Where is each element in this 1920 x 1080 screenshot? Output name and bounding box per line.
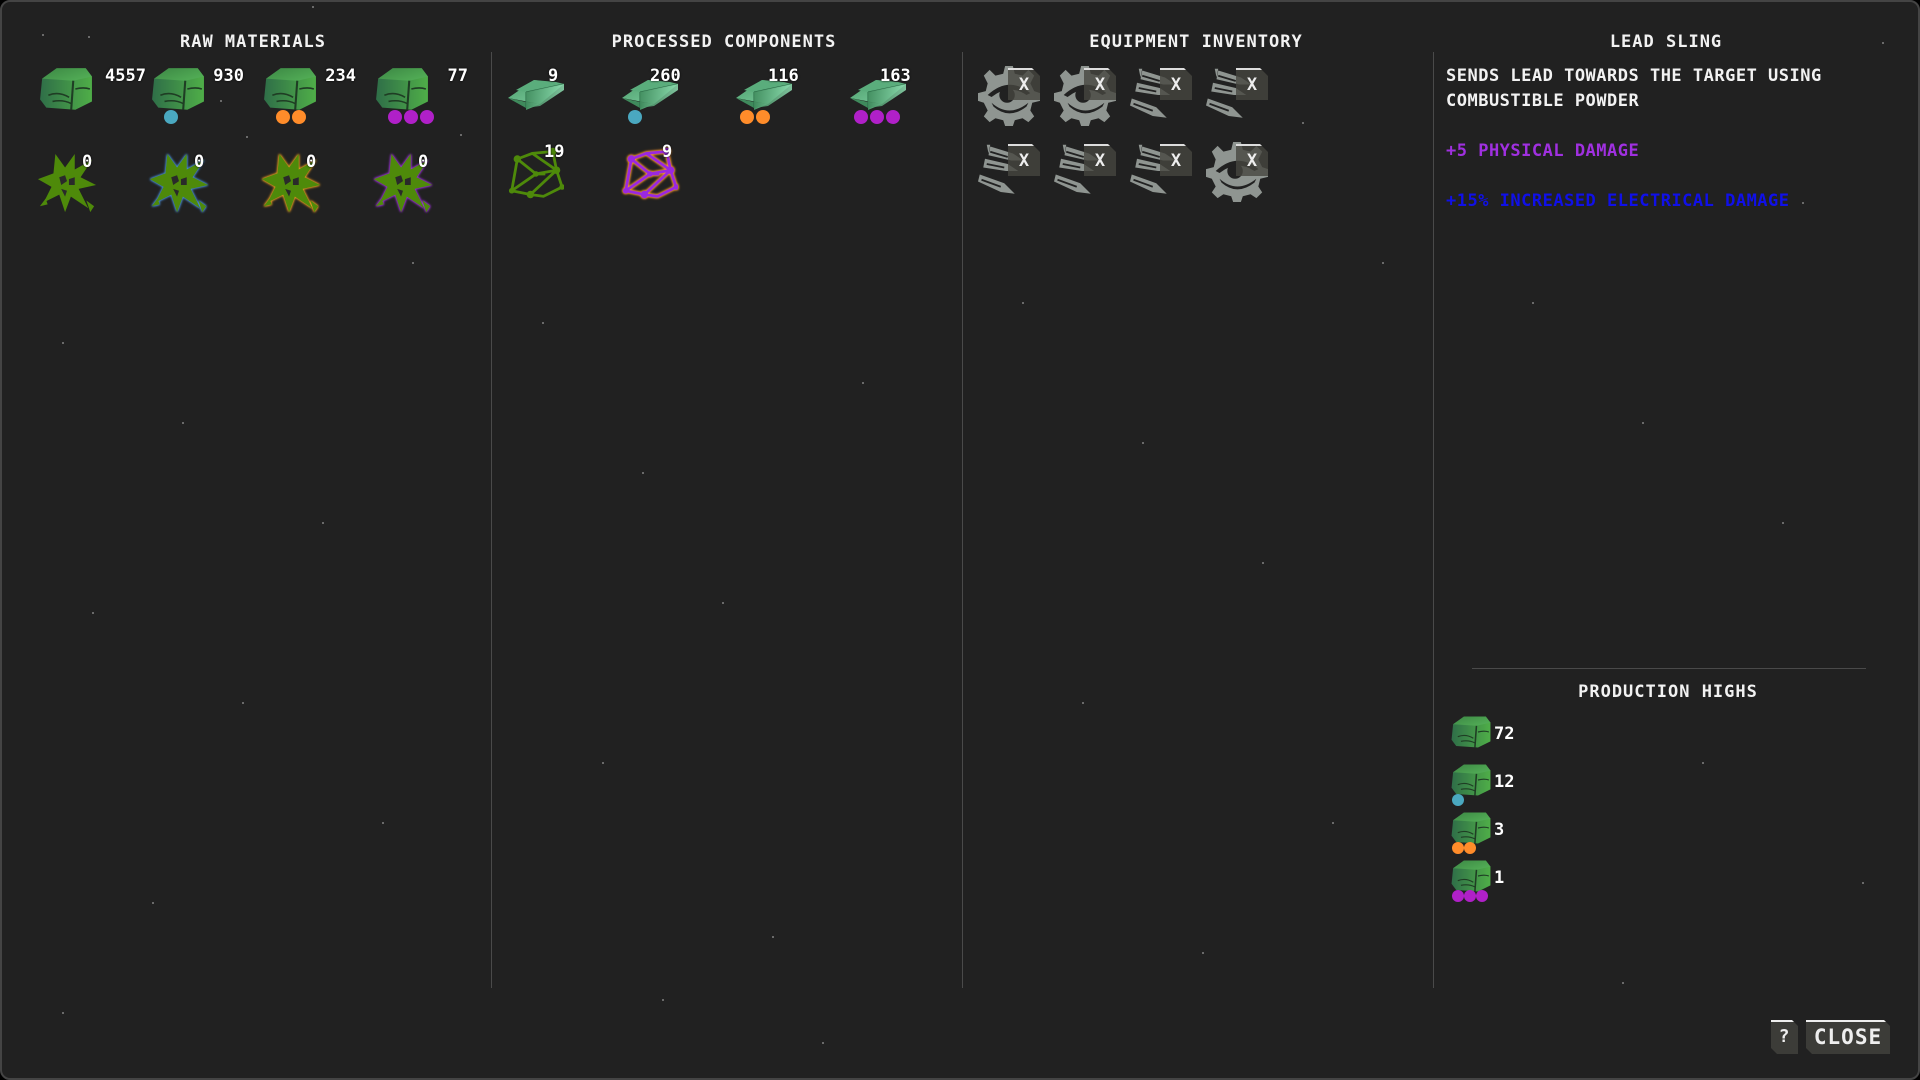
green-ore-cube-icon bbox=[262, 66, 318, 112]
item-count: 0 bbox=[418, 152, 429, 172]
ingot-slot-3[interactable]: 163 bbox=[848, 64, 938, 134]
production-highs-title: Production Highs bbox=[1578, 682, 1758, 702]
item-count: 930 bbox=[213, 66, 244, 86]
tier-dots bbox=[388, 110, 434, 124]
close-button[interactable]: CLOSE bbox=[1806, 1020, 1890, 1054]
item-count: 116 bbox=[768, 66, 799, 86]
raw-materials-title: Raw Materials bbox=[179, 32, 327, 52]
production-high-value: 72 bbox=[1494, 724, 1515, 744]
item-count: 234 bbox=[325, 66, 356, 86]
equipment-slot-7[interactable]: X bbox=[1206, 138, 1276, 204]
tier-dots bbox=[276, 110, 306, 124]
column-divider bbox=[491, 52, 492, 988]
green-ore-cube-icon bbox=[1450, 714, 1492, 750]
tier-dots bbox=[740, 110, 770, 124]
ingot-slot-0[interactable]: 9 bbox=[506, 64, 596, 134]
unequipped-x-badge: X bbox=[1008, 144, 1040, 176]
item-detail-title: Lead Sling bbox=[1609, 32, 1723, 52]
unequipped-x-badge: X bbox=[1008, 68, 1040, 100]
physical-damage-stat: +5 Physical Damage bbox=[1446, 141, 1640, 161]
ingot-slot-1[interactable]: 260 bbox=[620, 64, 710, 134]
production-high-row: 12 bbox=[1450, 760, 1570, 808]
equipment-slot-6[interactable]: X bbox=[1130, 138, 1200, 204]
green-ore-cube-icon bbox=[1450, 810, 1492, 846]
unequipped-x-badge: X bbox=[1160, 68, 1192, 100]
ingot-slot-2[interactable]: 116 bbox=[734, 64, 824, 134]
green-ore-cube-icon bbox=[1450, 858, 1492, 894]
raw-crystal-slot-2[interactable]: 0 bbox=[260, 150, 350, 220]
production-high-value: 3 bbox=[1494, 820, 1505, 840]
production-high-value: 1 bbox=[1494, 868, 1505, 888]
tier-dots bbox=[164, 110, 178, 124]
equipment-slot-1[interactable]: X bbox=[1054, 62, 1124, 128]
tier-dots bbox=[854, 110, 900, 124]
help-button[interactable]: ? bbox=[1771, 1020, 1798, 1054]
item-count: 260 bbox=[650, 66, 681, 86]
raw-crystal-slot-3[interactable]: 0 bbox=[372, 150, 462, 220]
green-ore-cube-icon bbox=[38, 66, 94, 112]
tier-dots bbox=[628, 110, 642, 124]
production-high-row: 3 bbox=[1450, 808, 1570, 856]
production-high-value: 12 bbox=[1494, 772, 1515, 792]
unequipped-x-badge: X bbox=[1236, 68, 1268, 100]
unequipped-x-badge: X bbox=[1084, 144, 1116, 176]
unequipped-x-badge: X bbox=[1236, 144, 1268, 176]
equipment-slot-0[interactable]: X bbox=[978, 62, 1048, 128]
item-count: 77 bbox=[447, 66, 468, 86]
tier-dots bbox=[1452, 890, 1488, 902]
column-divider bbox=[962, 52, 963, 988]
processed-components-title: Processed Components bbox=[611, 32, 837, 52]
item-count: 9 bbox=[662, 142, 673, 162]
raw-ore-slot-2[interactable]: 234 bbox=[262, 64, 356, 134]
raw-ore-slot-1[interactable]: 930 bbox=[150, 64, 244, 134]
item-count: 19 bbox=[544, 142, 565, 162]
raw-ore-slot-3[interactable]: 77 bbox=[374, 64, 468, 134]
unequipped-x-badge: X bbox=[1084, 68, 1116, 100]
item-count: 0 bbox=[194, 152, 205, 172]
unequipped-x-badge: X bbox=[1160, 144, 1192, 176]
tier-dots bbox=[1452, 842, 1476, 854]
circuit-slot-1[interactable]: 9 bbox=[622, 142, 712, 214]
green-ore-cube-icon bbox=[1450, 762, 1492, 798]
equipment-slot-5[interactable]: X bbox=[1054, 138, 1124, 204]
raw-ore-slot-0[interactable]: 4557 bbox=[38, 64, 146, 134]
raw-crystal-slot-1[interactable]: 0 bbox=[148, 150, 238, 220]
item-count: 0 bbox=[82, 152, 93, 172]
item-count: 163 bbox=[880, 66, 911, 86]
equipment-slot-4[interactable]: X bbox=[978, 138, 1048, 204]
item-count: 0 bbox=[306, 152, 317, 172]
column-divider bbox=[1433, 52, 1434, 988]
green-ore-cube-icon bbox=[150, 66, 206, 112]
raw-crystal-slot-0[interactable]: 0 bbox=[36, 150, 126, 220]
production-high-row: 1 bbox=[1450, 856, 1570, 904]
production-high-row: 72 bbox=[1450, 712, 1570, 760]
item-description-line-2: combustible powder bbox=[1446, 91, 1640, 111]
item-description-line-1: Sends lead towards the target using bbox=[1446, 66, 1822, 86]
item-count: 4557 bbox=[105, 66, 146, 86]
equipment-slot-2[interactable]: X bbox=[1130, 62, 1200, 128]
green-ore-cube-icon bbox=[374, 66, 430, 112]
equipment-inventory-title: Equipment Inventory bbox=[1089, 32, 1303, 52]
electrical-damage-stat: +15% Increased Electrical Damage bbox=[1446, 191, 1790, 211]
equipment-slot-3[interactable]: X bbox=[1206, 62, 1276, 128]
tier-dots bbox=[1452, 794, 1464, 806]
item-count: 9 bbox=[548, 66, 559, 86]
circuit-slot-0[interactable]: 19 bbox=[508, 142, 598, 214]
section-separator bbox=[1472, 668, 1866, 669]
